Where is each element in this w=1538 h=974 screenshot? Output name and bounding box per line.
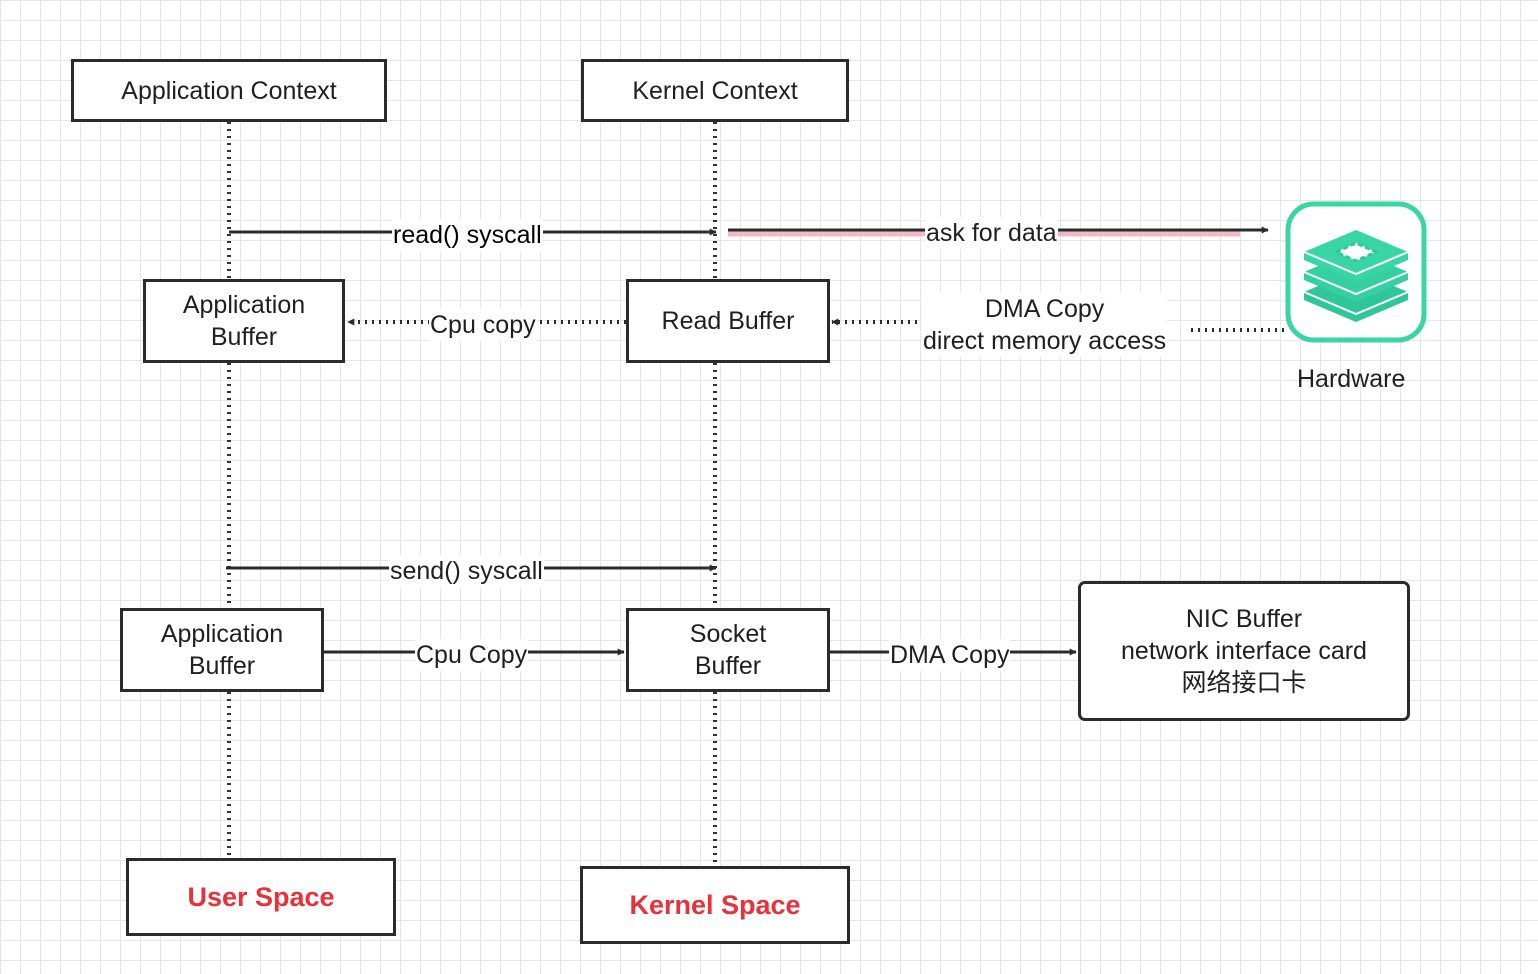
user-space-label: User Space — [187, 882, 335, 912]
send-syscall-label: send() syscall — [389, 555, 544, 587]
read-buffer-box: Read Buffer — [626, 279, 830, 363]
layered-stack-icon — [1285, 201, 1427, 343]
application-buffer-read-box: Application Buffer — [143, 279, 345, 363]
nic-buffer-label-line1: NIC Buffer — [1185, 605, 1303, 633]
application-buffer-send-label-line1: Application — [160, 620, 284, 648]
nic-buffer-label-line3: 网络接口卡 — [1181, 668, 1307, 697]
cpu-copy-label-2: Cpu Copy — [415, 639, 529, 671]
kernel-context-box: Kernel Context — [581, 59, 849, 122]
kernel-context-label: Kernel Context — [632, 76, 798, 105]
read-buffer-label: Read Buffer — [661, 307, 795, 335]
application-buffer-read-label-line1: Application — [182, 291, 306, 319]
nic-buffer-label-line2: network interface card — [1121, 637, 1367, 665]
nic-buffer-box: NIC Buffer network interface card 网络接口卡 — [1078, 581, 1410, 721]
dma-copy-label-1-line1: DMA Copy — [984, 295, 1105, 323]
socket-buffer-label-line2: Buffer — [694, 652, 762, 680]
user-space-box: User Space — [126, 858, 396, 936]
kernel-space-label: Kernel Space — [629, 890, 801, 920]
socket-buffer-box: Socket Buffer — [626, 608, 830, 692]
dma-copy-label-1-line2: direct memory access — [923, 327, 1167, 355]
application-context-box: Application Context — [71, 59, 387, 122]
application-buffer-read-label-line2: Buffer — [210, 323, 278, 351]
hardware-label: Hardware — [1297, 365, 1406, 393]
application-context-label: Application Context — [121, 76, 337, 105]
application-buffer-send-label-line2: Buffer — [188, 652, 256, 680]
dma-copy-label-1: DMA Copy direct memory access — [922, 293, 1168, 357]
ask-for-data-label: ask for data — [925, 217, 1058, 249]
application-buffer-send-box: Application Buffer — [120, 608, 324, 692]
dma-copy-label-2: DMA Copy — [889, 639, 1011, 671]
kernel-space-box: Kernel Space — [580, 866, 850, 944]
cpu-copy-label-1: Cpu copy — [429, 309, 537, 341]
socket-buffer-label-line1: Socket — [689, 620, 767, 648]
read-syscall-label: read() syscall — [392, 219, 543, 251]
